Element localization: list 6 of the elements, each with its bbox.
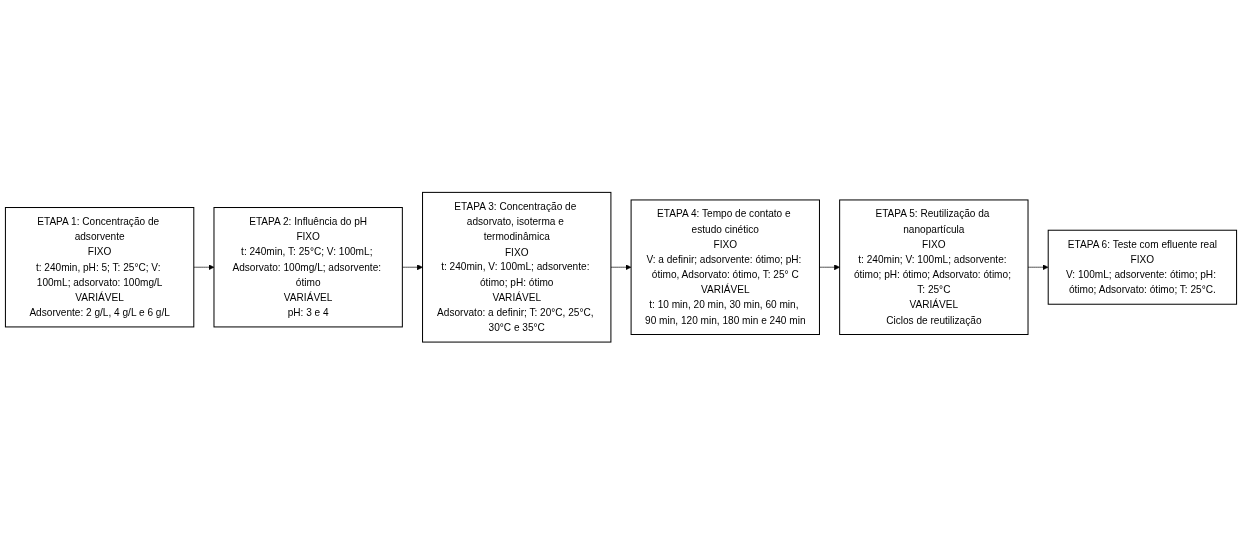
node-box: ETAPA 5: Reutilização da nanopartícula FIXO t: 240min; V: 100mL; adsorvente: ótimo; pH: ótimo; Adsorvato: ótimo; T: 25°C VARIÁVEL Ciclos de reutilização (839, 199, 1029, 335)
node-box: ETAPA 3: Concentração de adsorvato, isoterma e termodinâmica FIXO t: 240min, V: 100mL; adsorvente: ótimo; pH: ótimo VARIÁVEL Adsorvato: a definir; T: 20°C, 25°C, 30°C e 35°C (422, 191, 612, 343)
node-box: ETAPA 6: Teste com efluente real FIXO V: 100mL; adsorvente: ótimo; pH: ótimo; Adsorvato: ótimo; T: 25°C. (1047, 229, 1238, 305)
node-box: ETAPA 4: Tempo de contato e estudo cinético FIXO V: a definir; adsorvente: ótimo; pH: ótimo, Adsorvato: ótimo, T: 25° C VARIÁVEL t: 10 min, 20 min, 30 min, 60 min, 90 min, 120 min, 180 min e 240 min (630, 199, 820, 335)
node-box: ETAPA 2: Influência do pH FIXO t: 240min, T: 25°C; V: 100mL; Adsorvato: 100mg/L; adsorvente: ótimo VARIÁVEL pH: 3 e 4 (213, 206, 403, 328)
node-box: ETAPA 1: Concentração de adsorvente FIXO t: 240min, pH: 5; T: 25°C; V: 100mL; adsorvato: 100mg/L VARIÁVEL Adsorvente: 2 g/L, 4 g/L e 6 g/L (4, 206, 195, 328)
